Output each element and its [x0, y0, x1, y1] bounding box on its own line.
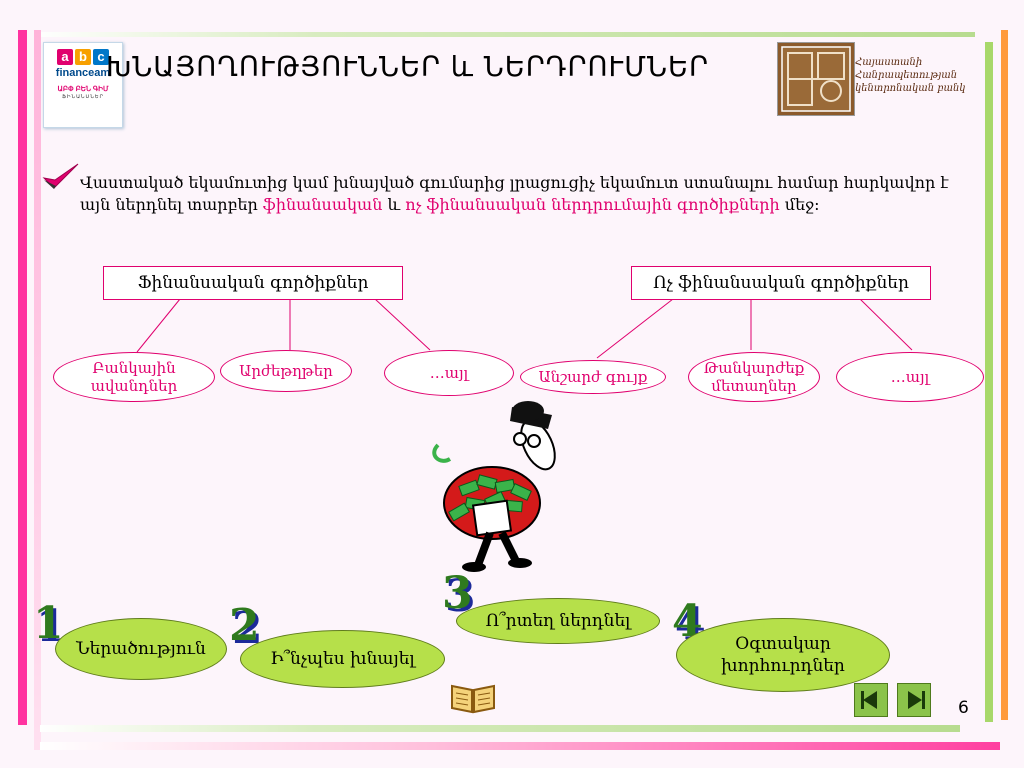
topic-number-2: 2 [229, 600, 260, 651]
abc-blocks: a b c [44, 49, 122, 65]
nav-topic-how-to-save[interactable]: Ի՞նչպես խնայել [240, 630, 445, 688]
logo-letter-c: c [93, 49, 109, 65]
intro-highlight-financial: ֆինանսական [262, 195, 383, 214]
frame-bottom-bar-green [40, 725, 960, 732]
checkmark-icon [42, 163, 79, 189]
nav-topic-where-to-invest[interactable]: Ո՞րտեղ ներդնել [456, 598, 660, 644]
frame-right-bar [985, 42, 993, 722]
intro-text: Վաստակած եկամուտից կամ խնայված գումարից … [80, 172, 960, 216]
logo-tagline-2: ՖԻՆԱՆՍՆԵՐ [62, 94, 104, 100]
frame-left-bar [18, 30, 27, 725]
financial-other-item[interactable]: …այլ [384, 350, 514, 396]
man-with-money-clipart [432, 401, 556, 572]
prev-slide-button[interactable] [854, 683, 888, 717]
nonfinancial-tools-box[interactable]: Ոչ ֆինանսական գործիքներ [631, 266, 931, 300]
securities-item[interactable]: Արժեթղթեր [220, 350, 352, 392]
bank-deposits-item[interactable]: Բանկային ավանդներ [53, 352, 215, 402]
page-number: 6 [958, 698, 969, 718]
intro-part-1: Վաստակած եկամուտից կամ խնայված գումարից … [80, 173, 949, 214]
financial-tools-box[interactable]: Ֆինանսական գործիքներ [103, 266, 403, 300]
nav-topic-introduction[interactable]: Ներածություն [55, 618, 227, 680]
bank-name-line-1: Հայաստանի [855, 57, 923, 68]
frame-top-bar [35, 32, 975, 37]
bank-name-line-2: Հանրապետության [855, 70, 958, 81]
financeam-logo: a b c financeam ԱԲՓ ԲԵՆ ԳԻՄ ՖԻՆԱՆՍՆԵՐ [43, 42, 123, 128]
central-bank-emblem-icon [781, 46, 851, 112]
central-bank-name: Հայաստանի Հանրապետության կենտրոնական բան… [855, 56, 966, 95]
logo-letter-a: a [57, 49, 73, 65]
logo-brand: financeam [55, 67, 111, 79]
precious-metals-item[interactable]: Թանկարժեք մետաղներ [688, 352, 820, 402]
frame-bottom-bar-pink [40, 742, 1000, 750]
frame-right-bar-orange [1001, 30, 1008, 720]
page-title: ԽՆԱՅՈՂՈՒԹՅՈՒՆՆԵՐ և ՆԵՐԴՐՈՒՄՆԵՐ [106, 50, 710, 83]
central-bank-logo [777, 42, 855, 116]
frame-left-bar-light [34, 30, 41, 750]
intro-part-3: մեջ: [779, 195, 820, 214]
nav-topic-useful-tips[interactable]: Օգտակար խորհուրդներ [676, 618, 890, 692]
real-estate-item[interactable]: Անշարժ գույք [520, 360, 666, 394]
next-slide-button[interactable] [897, 683, 931, 717]
intro-part-2: և [382, 195, 406, 214]
logo-letter-b: b [75, 49, 91, 65]
book-icon[interactable] [448, 676, 498, 716]
logo-tagline: ԱԲՓ ԲԵՆ ԳԻՄ [57, 86, 109, 93]
bank-name-line-3: կենտրոնական բանկ [855, 83, 966, 94]
nonfinancial-other-item[interactable]: …այլ [836, 352, 984, 402]
intro-highlight-nonfinancial: ոչ ֆինանսական ներդրումային գործիքների [405, 195, 780, 214]
